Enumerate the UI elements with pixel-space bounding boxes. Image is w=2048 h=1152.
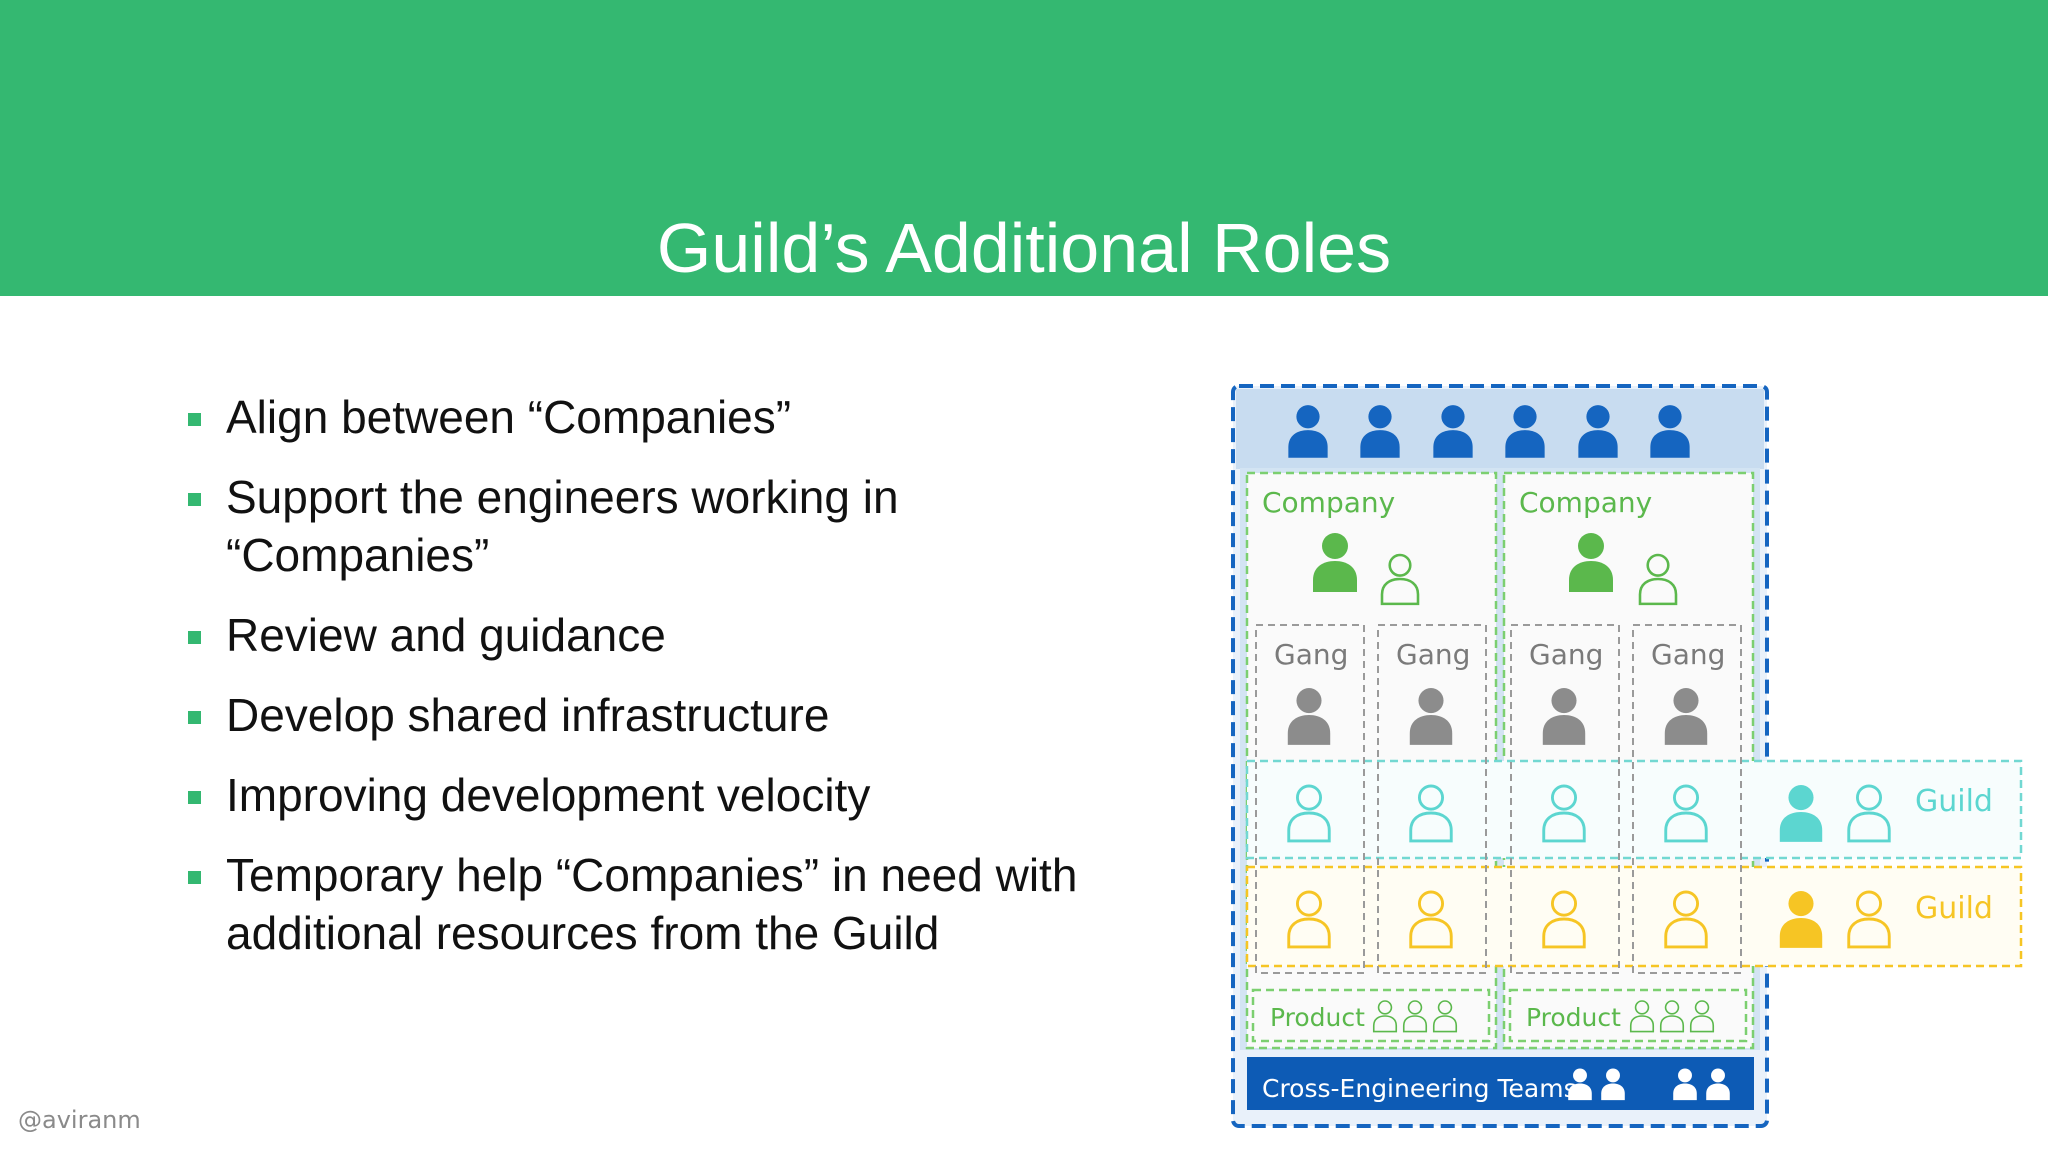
- gang-label: Gang: [1529, 638, 1603, 671]
- bullet-item: Align between “Companies”: [188, 388, 1188, 446]
- bullet-item: Improving development velocity: [188, 766, 1188, 824]
- guild-label-yellow: Guild: [1915, 891, 1993, 926]
- product-label: Product: [1270, 1003, 1365, 1032]
- slide-header: [0, 0, 2048, 296]
- gang-label: Gang: [1396, 638, 1470, 671]
- author-handle: @aviranm: [18, 1106, 141, 1134]
- gang-box: [1632, 624, 1742, 974]
- gang-label: Gang: [1274, 638, 1348, 671]
- gang-label: Gang: [1651, 638, 1725, 671]
- bullet-square-icon: [188, 871, 201, 884]
- product-box: [1508, 988, 1748, 1043]
- bullet-item: Review and guidance: [188, 606, 1188, 664]
- product-label: Product: [1526, 1003, 1621, 1032]
- gang-box: [1255, 624, 1365, 974]
- bullet-square-icon: [188, 413, 201, 426]
- slide-title: Guild’s Additional Roles: [656, 209, 1392, 287]
- company-label: Company: [1262, 486, 1395, 519]
- bullet-item: Support the engineers working in“Compani…: [188, 468, 1188, 584]
- bullet-square-icon: [188, 631, 201, 644]
- bullet-square-icon: [188, 493, 201, 506]
- bullet-list: Align between “Companies” Support the en…: [188, 388, 1188, 984]
- gang-boxes: [1255, 624, 1742, 974]
- bullet-square-icon: [188, 791, 201, 804]
- guild-label-teal: Guild: [1915, 784, 1993, 819]
- gang-box: [1377, 624, 1487, 974]
- bullet-item: Develop shared infrastructure: [188, 686, 1188, 744]
- product-box: [1251, 988, 1491, 1043]
- gang-box: [1510, 624, 1620, 974]
- cross-teams-bar: [1247, 1057, 1754, 1110]
- company-label: Company: [1519, 486, 1652, 519]
- bullet-square-icon: [188, 711, 201, 724]
- cross-teams-label: Cross-Engineering Teams: [1262, 1074, 1577, 1103]
